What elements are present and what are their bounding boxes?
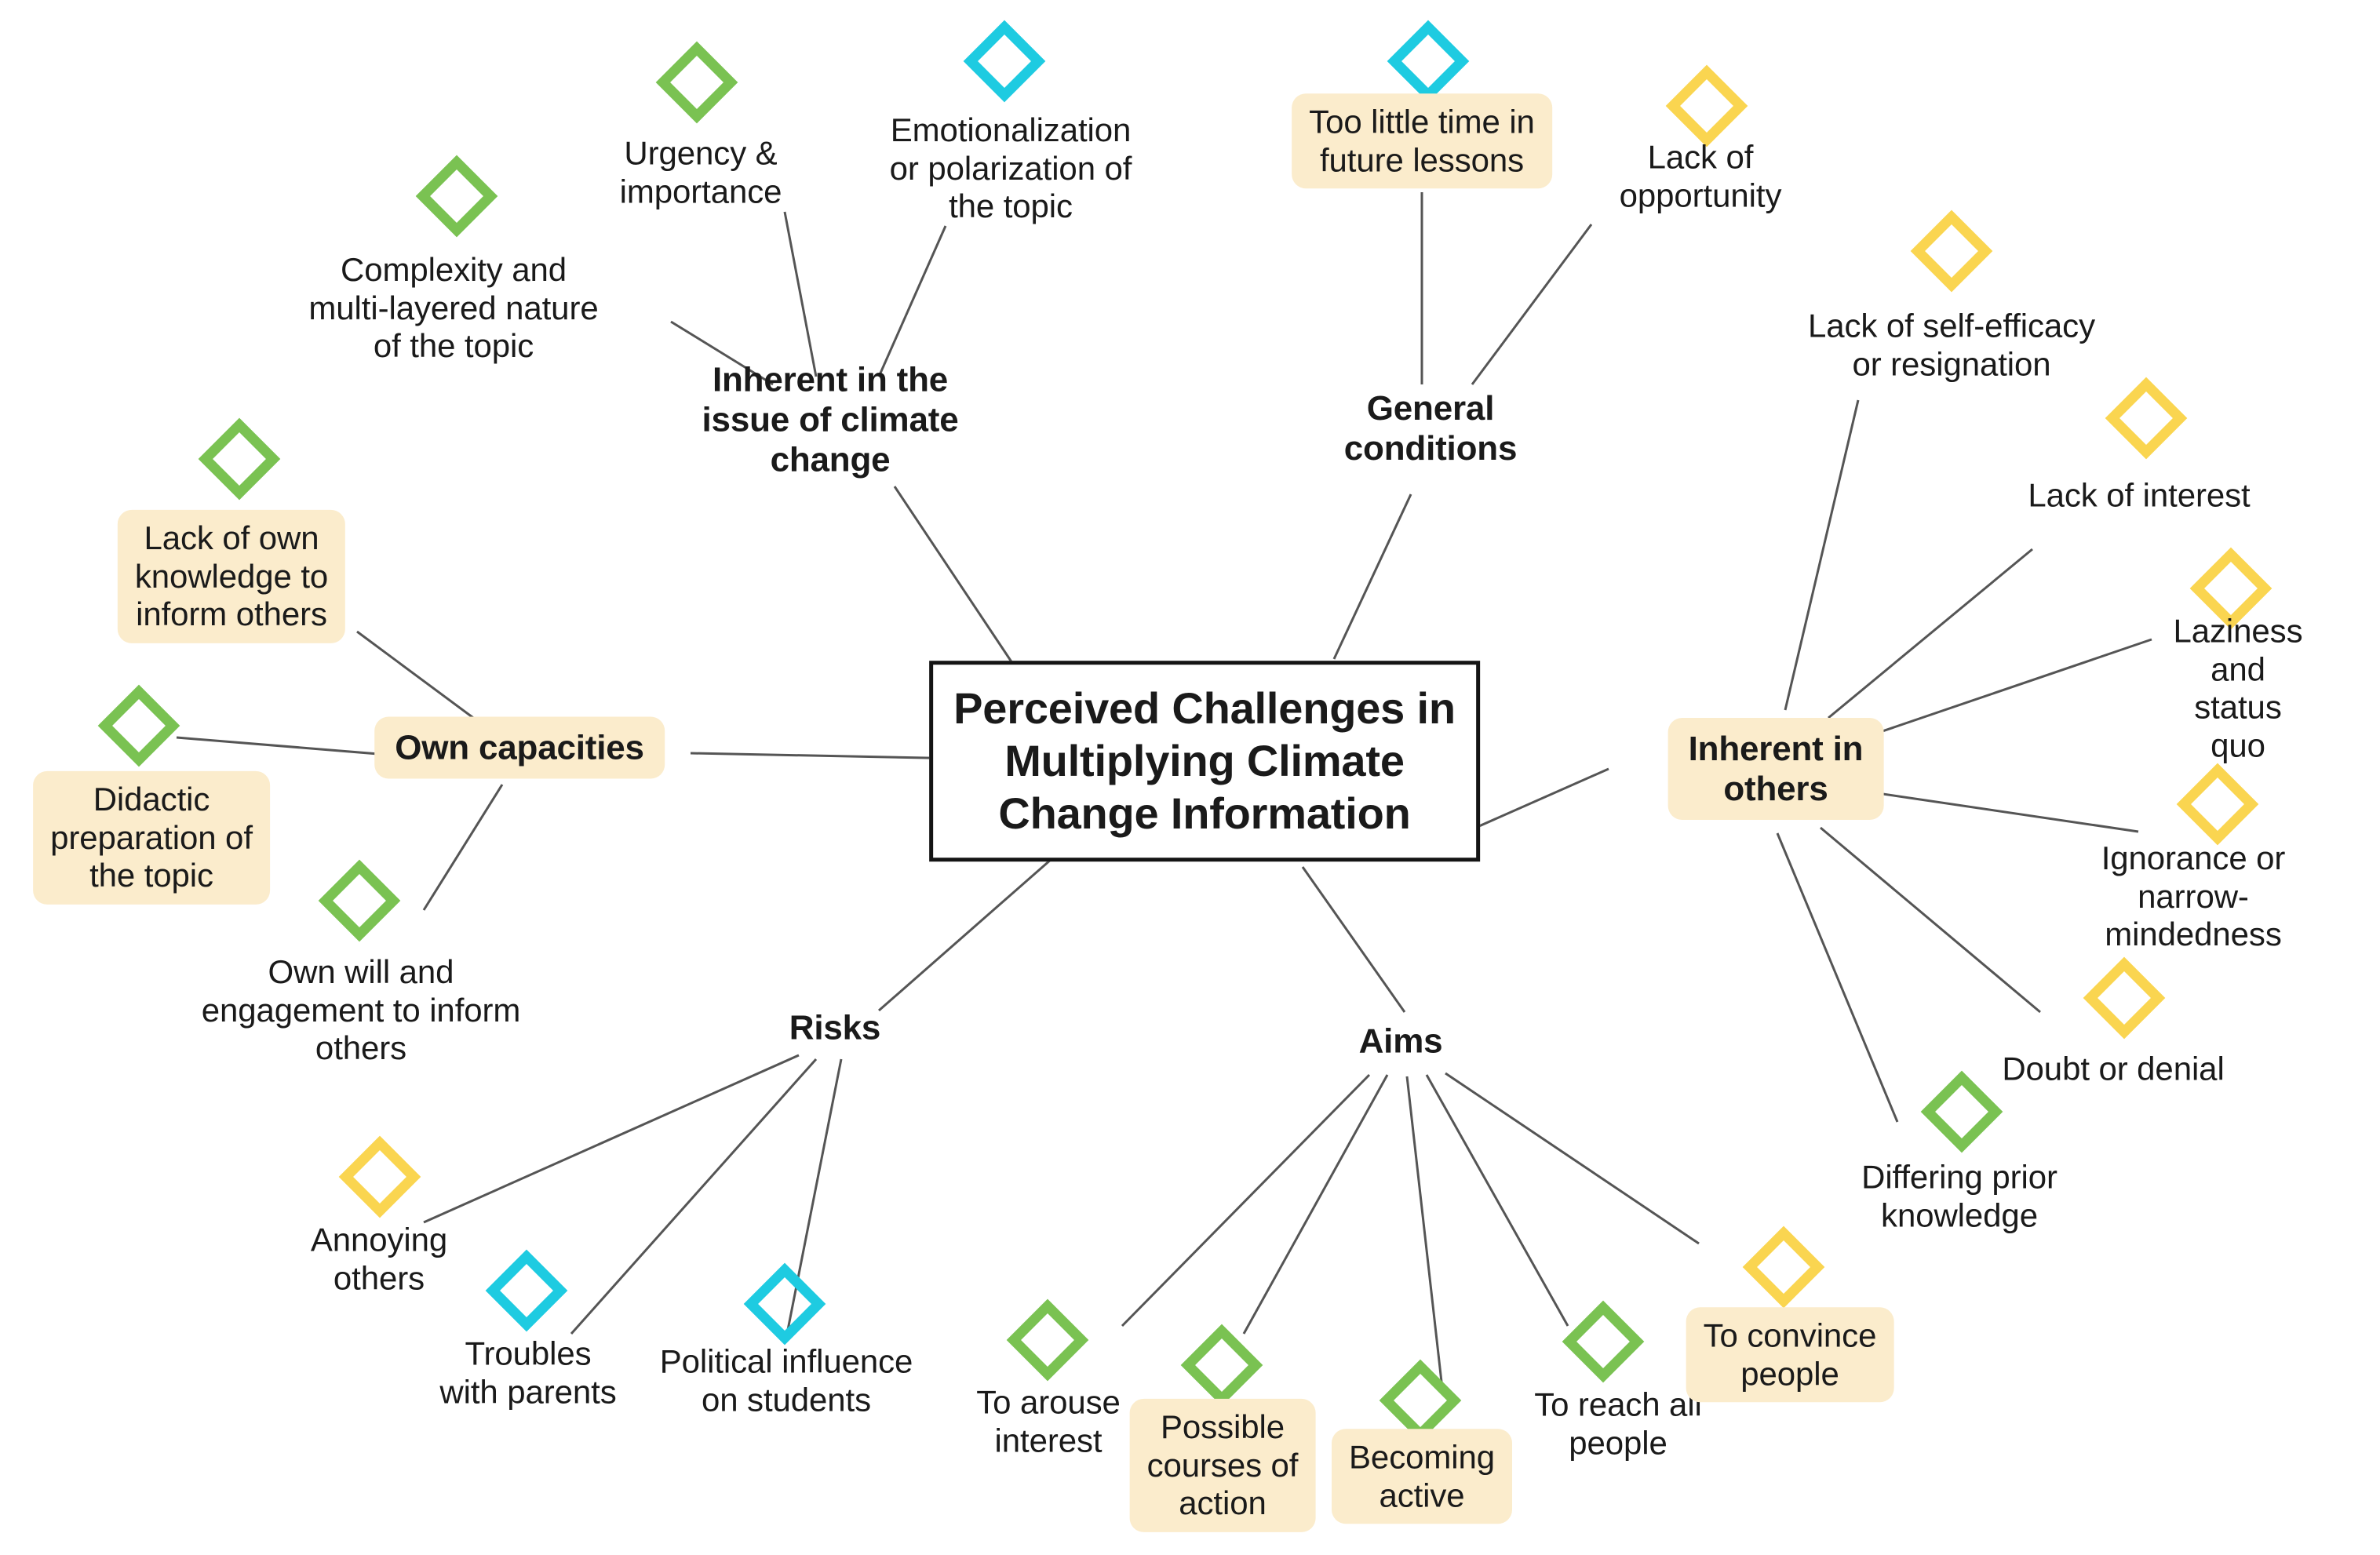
branch-node-own-capacities[interactable]: Own capacities <box>374 716 665 779</box>
leaf-node-courses-action[interactable]: Possible courses of action <box>1129 1398 1316 1533</box>
leaf-node-differing-prior[interactable]: Differing prior knowledge <box>1861 1158 2057 1233</box>
leaf-node-didactic-prep[interactable]: Didactic preparation of the topic <box>33 770 270 905</box>
branch-node-general-conditions[interactable]: General conditions <box>1343 388 1518 468</box>
connector-line <box>356 630 479 723</box>
leaf-node-annoying-others[interactable]: Annoying others <box>310 1221 448 1296</box>
connector-line <box>1784 399 1860 711</box>
connector-line <box>422 784 504 911</box>
connector-line <box>1845 787 2139 833</box>
connector-line <box>785 1058 843 1335</box>
leaf-node-complexity[interactable]: Complexity and multi-layered nature of t… <box>308 250 599 365</box>
leaf-node-urgency[interactable]: Urgency & importance <box>619 134 782 209</box>
leaf-node-laziness[interactable]: Laziness and status quo <box>2173 612 2303 764</box>
connector-line <box>1405 1076 1444 1389</box>
connector-line <box>570 1058 818 1335</box>
branch-node-inherent-others[interactable]: Inherent in others <box>1667 717 1884 821</box>
leaf-node-convince-people[interactable]: To convince people <box>1686 1307 1894 1403</box>
leaf-node-doubt-denial[interactable]: Doubt or denial <box>2002 1050 2225 1087</box>
leaf-node-lack-interest[interactable]: Lack of interest <box>2028 476 2251 514</box>
leaf-node-arouse-interest[interactable]: To arouse interest <box>976 1383 1121 1458</box>
connector-line <box>1445 1072 1700 1245</box>
connector-line <box>1242 1074 1389 1335</box>
connector-line <box>1776 832 1899 1123</box>
leaf-node-own-will[interactable]: Own will and engagement to inform others <box>201 952 521 1067</box>
branch-node-aims[interactable]: Aims <box>1358 1021 1443 1061</box>
connector-line <box>1301 866 1406 1013</box>
leaf-node-becoming-active[interactable]: Becoming active <box>1332 1429 1512 1524</box>
connector-line <box>893 486 1014 664</box>
leaf-node-lack-self-efficacy[interactable]: Lack of self-efficacy or resignation <box>1808 307 2095 382</box>
leaf-node-emotionalization[interactable]: Emotionalization or polarization of the … <box>889 111 1132 225</box>
connector-line <box>783 211 818 377</box>
leaf-node-lack-opportunity[interactable]: Lack of opportunity <box>1619 138 1782 213</box>
connector-line <box>878 858 1052 1012</box>
connector-line <box>877 225 947 377</box>
connector-line <box>1828 548 2033 719</box>
connector-line <box>1425 1074 1569 1327</box>
leaf-node-lack-own-knowledge[interactable]: Lack of own knowledge to inform others <box>117 509 346 644</box>
connector-line <box>1845 638 2152 745</box>
leaf-node-political-influence[interactable]: Political influence on students <box>659 1342 913 1418</box>
connector-line <box>670 320 774 386</box>
connector-line <box>1332 493 1412 660</box>
leaf-node-too-little-time[interactable]: Too little time in future lessons <box>1292 93 1552 189</box>
leaf-node-troubles-parents[interactable]: Troubles with parents <box>439 1335 617 1410</box>
branch-node-risks[interactable]: Risks <box>789 1008 881 1047</box>
connector-line <box>1820 826 2041 1014</box>
connector-line <box>423 1054 800 1224</box>
branch-node-inherent-issue[interactable]: Inherent in the issue of climate change <box>702 360 959 479</box>
root-node[interactable]: Perceived Challenges in Multiplying Clim… <box>929 661 1480 861</box>
leaf-node-reach-all[interactable]: To reach all people <box>1534 1386 1702 1461</box>
connector-line <box>1471 224 1593 385</box>
connector-line <box>1121 1073 1371 1327</box>
leaf-node-ignorance[interactable]: Ignorance or narrow- mindedness <box>2101 839 2286 953</box>
